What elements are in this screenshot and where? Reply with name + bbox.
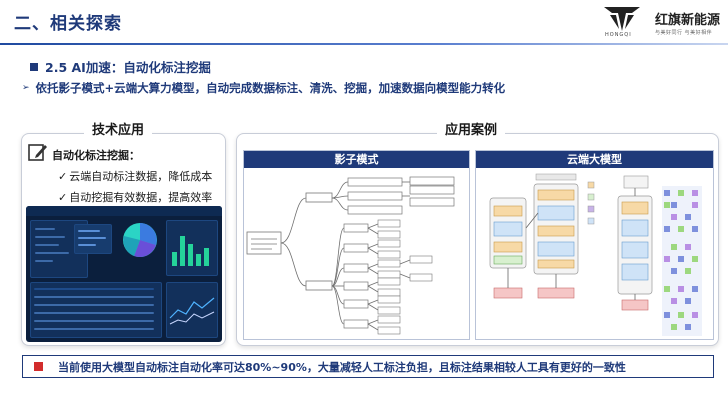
section-title: 2.5 AI加速：自动化标注挖掘 (30, 57, 211, 76)
edit-icon (28, 144, 47, 161)
feature-item: ✓云端自动标注数据，降低成本 (58, 168, 212, 184)
feature-title: 自动化标注挖掘： (52, 149, 140, 162)
annotation-dashboard-image (26, 206, 222, 342)
header-divider (0, 43, 728, 45)
tech-application-panel: 技术应用 自动化标注挖掘： ✓云端自动标注数据，降低成本 ✓自动挖掘有效数据，提… (21, 119, 226, 346)
brand-name: 红旗新能源 (655, 13, 721, 28)
conclusion-bar: 当前使用大模型自动标注自动化率可达80%~90%，大量减轻人工标注负担，且标注结… (22, 355, 714, 378)
arrow-bullet-icon: ➢ (22, 83, 30, 93)
feature-item-text: 自动挖掘有效数据，提高效率 (69, 191, 213, 204)
red-square-bullet-icon (34, 362, 43, 371)
application-case-panel: 应用案例 影子模式 (236, 119, 719, 346)
transformer-diagram (489, 173, 702, 336)
section-subtitle-text: 依托影子模式+云端大算力模型，自动完成数据标注、清洗、挖掘，加速数据向模型能力转… (35, 81, 506, 95)
check-icon: ✓ (58, 191, 68, 204)
cloud-model-title: 云端大模型 (476, 151, 713, 168)
hongqi-logo-icon (604, 7, 640, 31)
brand-slogan: 与美好同行 与美好相伴 (655, 30, 713, 36)
feature-item: ✓自动挖掘有效数据，提高效率 (58, 189, 212, 205)
feature-item-text: 云端自动标注数据，降低成本 (69, 170, 213, 183)
cloud-model-case: 云端大模型 (475, 150, 714, 340)
conclusion-text: 当前使用大模型自动标注自动化率可达80%~90%，大量减轻人工标注负担，且标注结… (58, 360, 626, 374)
logo-caption: HONGQI (605, 32, 632, 38)
shadow-mode-title: 影子模式 (244, 151, 469, 168)
square-bullet-icon (30, 62, 38, 71)
check-icon: ✓ (58, 170, 68, 183)
application-case-title: 应用案例 (437, 119, 506, 138)
shadow-mode-diagram (246, 176, 455, 335)
section-title-text: 2.5 AI加速：自动化标注挖掘 (45, 60, 211, 75)
header: 二、相关探索 HONGQI 红旗新能源 与美好同行 与美好相伴 (0, 0, 728, 42)
tech-application-title: 技术应用 (84, 119, 153, 138)
shadow-mode-case: 影子模式 (243, 150, 470, 340)
section-subtitle: ➢ 依托影子模式+云端大算力模型，自动完成数据标注、清洗、挖掘，加速数据向模型能… (22, 80, 505, 96)
page-title: 二、相关探索 (14, 14, 122, 34)
